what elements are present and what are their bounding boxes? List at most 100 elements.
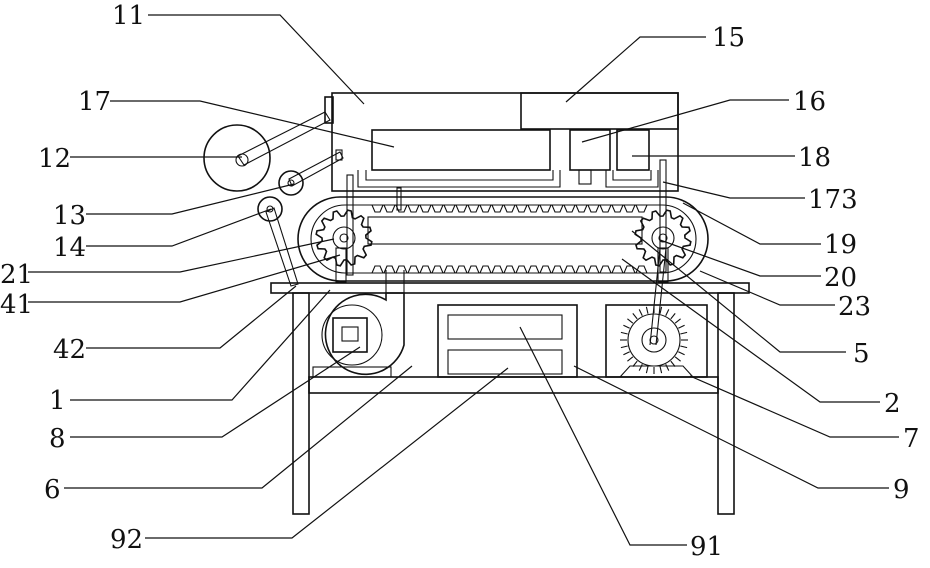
label-8: 8 — [49, 424, 66, 454]
belt-tooth-bottom — [612, 266, 623, 273]
belt-tooth-bottom — [480, 266, 491, 273]
sprocket-hub — [652, 227, 674, 249]
box-15 — [521, 93, 678, 129]
belt-tooth-top — [456, 205, 467, 212]
gear-7-tooth — [639, 364, 642, 370]
belt-tooth-bottom — [516, 266, 527, 273]
belt-tooth-bottom — [504, 266, 515, 273]
belt-tooth-top — [516, 205, 527, 212]
gear-7-tooth — [666, 309, 669, 315]
gear-7-tooth — [623, 352, 629, 355]
housing-bottom-frame-right — [606, 170, 658, 187]
belt-tooth-bottom — [432, 266, 443, 273]
label-5: 5 — [853, 339, 870, 369]
belt-tooth-bottom — [576, 266, 587, 273]
belt-tooth-top — [372, 205, 383, 212]
belt-tooth-bottom — [372, 266, 383, 273]
belt-tooth-top — [612, 205, 623, 212]
fan-inner — [322, 305, 382, 365]
gear-7-tooth — [675, 319, 681, 323]
control-panel-91 — [448, 315, 562, 339]
belt-tooth-bottom — [528, 266, 539, 273]
belt-tooth-top — [624, 205, 635, 212]
label-41: 41 — [0, 290, 33, 320]
label-92: 92 — [110, 525, 143, 555]
belt-tooth-top — [432, 205, 443, 212]
sprocket-right — [635, 210, 691, 266]
belt-tooth-bottom — [456, 266, 467, 273]
belt-tooth-top — [504, 205, 515, 212]
gear-7-tooth — [623, 325, 629, 328]
label-2: 2 — [884, 389, 901, 419]
control-box — [438, 305, 577, 377]
arm-12 — [238, 112, 330, 165]
belt-tooth-top — [420, 205, 431, 212]
leader-lines — [28, 15, 899, 545]
label-91: 91 — [690, 532, 723, 562]
belt-tooth-top — [552, 205, 563, 212]
gear-7-tooth — [678, 352, 684, 355]
belt-tooth-bottom — [492, 266, 503, 273]
belt-tooth-top — [600, 205, 611, 212]
gear-7-tooth — [627, 319, 633, 323]
label-11: 11 — [112, 1, 145, 31]
belt-tooth-top — [528, 205, 539, 212]
gear-7-tooth — [627, 357, 633, 361]
sprocket-teeth — [635, 210, 691, 266]
belt-tooth-bottom — [564, 266, 575, 273]
box-18 — [617, 130, 649, 170]
belt-tooth-bottom — [588, 266, 599, 273]
gear-7-tooth — [621, 346, 628, 348]
belt-tooth-top — [540, 205, 551, 212]
box-17 — [372, 130, 550, 170]
belt-tooth-top — [492, 205, 503, 212]
conveyor-belt — [298, 197, 708, 281]
gear-7-base — [620, 366, 693, 377]
gear-7-tooth — [639, 309, 642, 315]
leg-right — [718, 293, 734, 514]
label-19: 19 — [824, 230, 857, 260]
belt-tooth-bottom — [444, 266, 455, 273]
gear-7-tooth — [660, 366, 662, 373]
belt-tooth-bottom — [600, 266, 611, 273]
gear-7-tooth — [680, 332, 687, 334]
belt-tooth-top — [636, 205, 647, 212]
belt-tooth-top — [468, 205, 479, 212]
lower-frame — [309, 377, 718, 393]
fan-motor-inner — [342, 327, 358, 341]
label-21: 21 — [0, 260, 33, 290]
belt-tooth-bottom — [408, 266, 419, 273]
gear-7-tooth — [678, 325, 684, 328]
belt-tooth-bottom — [420, 266, 431, 273]
housing-bottom-frame — [358, 170, 560, 187]
gear-7 — [620, 306, 688, 374]
label-17: 17 — [78, 87, 111, 117]
label-7: 7 — [903, 424, 920, 454]
roller-12 — [204, 125, 270, 191]
gear-7-tooth — [646, 307, 648, 314]
label-9: 9 — [893, 475, 910, 505]
label-18: 18 — [798, 143, 831, 173]
belt-tooth-bottom — [540, 266, 551, 273]
sprocket-left — [316, 210, 372, 266]
gear-7-tooth — [666, 364, 669, 370]
label-23: 23 — [838, 292, 871, 322]
coupling-173 — [579, 170, 591, 184]
arm-14 — [266, 208, 298, 286]
belt-tooth-top — [480, 205, 491, 212]
gear-7-ring — [628, 314, 680, 366]
label-13: 13 — [53, 201, 86, 231]
belt-tooth-top — [588, 205, 599, 212]
gear-7-tooth — [675, 357, 681, 361]
sprocket-teeth — [316, 210, 372, 266]
belt-tooth-top — [444, 205, 455, 212]
roller-tube — [368, 217, 642, 244]
label-6: 6 — [44, 475, 61, 505]
top-housing — [332, 93, 678, 191]
leg-left — [293, 293, 309, 514]
drive-rod — [650, 248, 666, 345]
label-20: 20 — [824, 263, 857, 293]
label-12: 12 — [38, 144, 71, 174]
belt-tooth-bottom — [552, 266, 563, 273]
